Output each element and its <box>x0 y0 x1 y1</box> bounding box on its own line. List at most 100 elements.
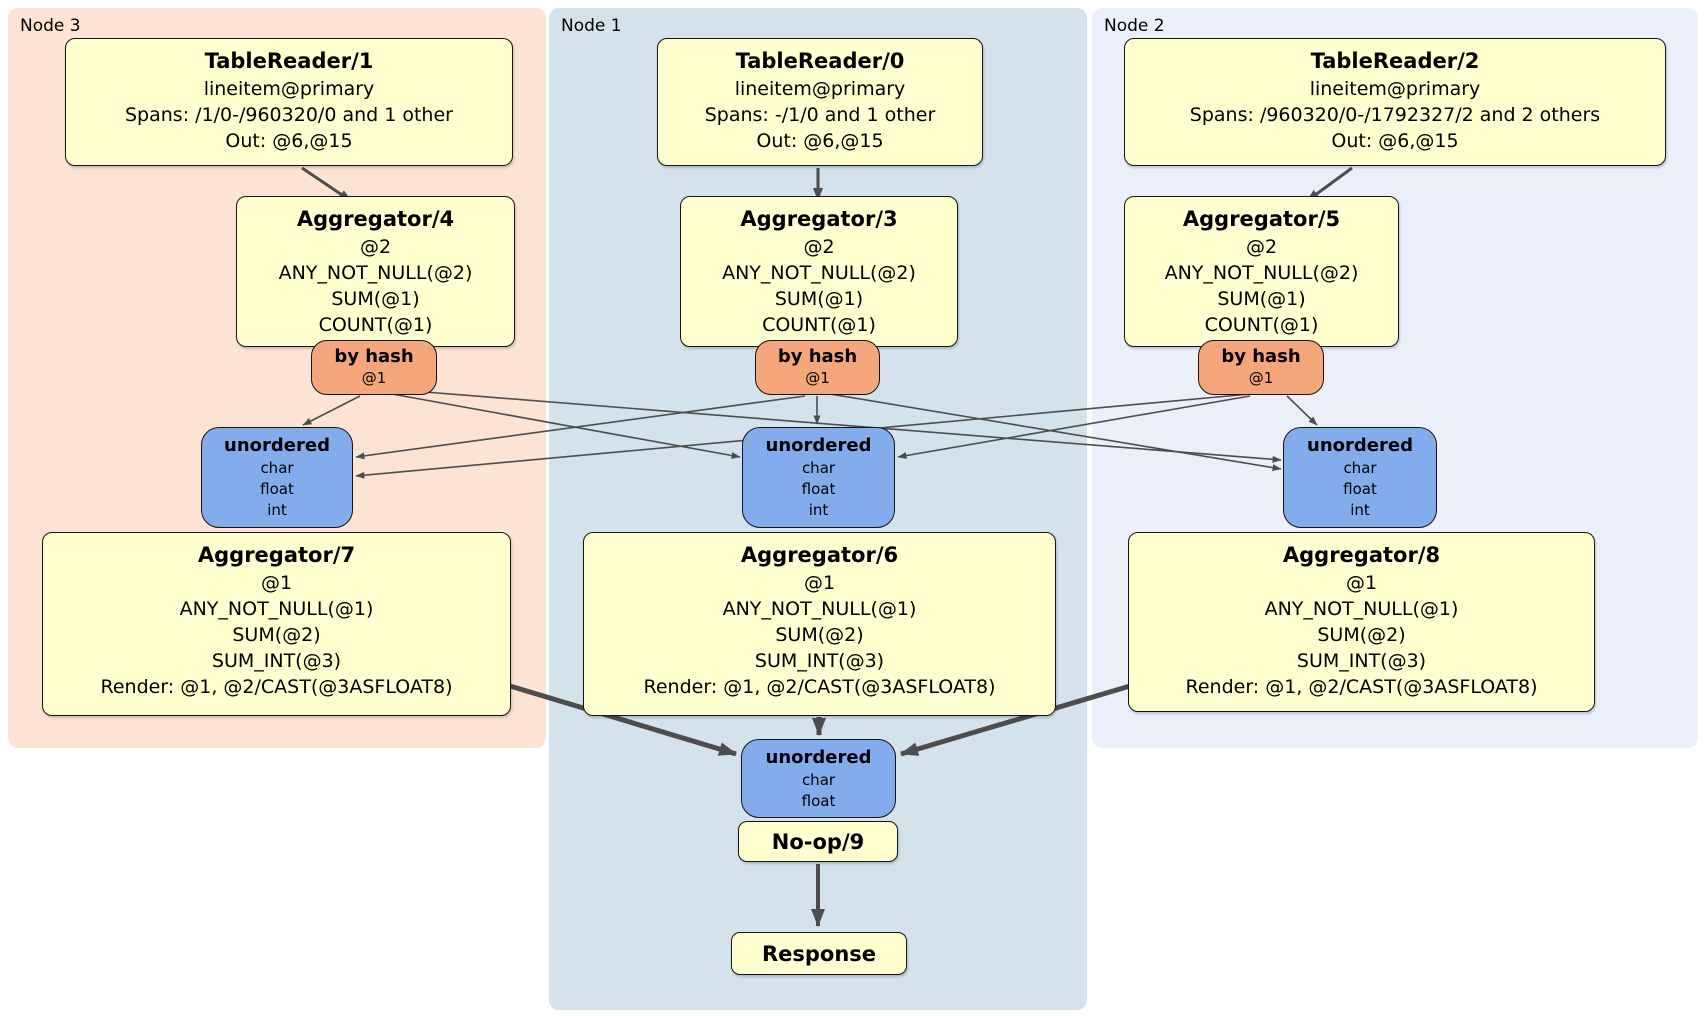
sync-unordered-node3: unordered char float int <box>201 427 353 528</box>
router-detail: @1 <box>361 369 387 387</box>
box-title: Aggregator/7 <box>197 543 356 567</box>
box-line: SUM(@1) <box>1217 288 1306 310</box>
edge-tr1-agg4 <box>301 166 352 203</box>
box-title: TableReader/1 <box>204 49 374 73</box>
box-line: lineitem@primary <box>1309 78 1481 100</box>
sync-stream: char <box>801 459 836 477</box>
box-line: COUNT(@1) <box>318 314 433 336</box>
sync-unordered-node2: unordered char float int <box>1283 427 1437 528</box>
sync-stream: float <box>801 480 836 498</box>
region-label-node1: Node 1 <box>561 16 622 36</box>
box-line: Out: @6,@15 <box>225 130 353 152</box>
sync-stream: char <box>260 459 294 477</box>
router-title: by hash <box>334 346 414 367</box>
region-label-node2: Node 2 <box>1104 16 1165 36</box>
box-title: Aggregator/8 <box>1282 543 1441 567</box>
box-line: @1 <box>1345 572 1378 594</box>
box-aggregator-4: Aggregator/4 @2 ANY_NOT_NULL(@2) SUM(@1)… <box>236 196 515 347</box>
box-line: @2 <box>803 236 835 258</box>
box-line: ANY_NOT_NULL(@2) <box>278 262 473 284</box>
box-line: SUM(@1) <box>331 288 420 310</box>
box-line: Spans: -/1/0 and 1 other <box>704 104 936 126</box>
box-line: ANY_NOT_NULL(@2) <box>1164 262 1359 284</box>
sync-unordered-node1: unordered char float int <box>742 427 895 528</box>
box-line: ANY_NOT_NULL(@1) <box>722 598 917 620</box>
sync-stream: int <box>267 501 287 519</box>
sync-stream: float <box>260 480 294 498</box>
box-line: SUM_INT(@3) <box>754 650 885 672</box>
box-aggregator-7: Aggregator/7 @1 ANY_NOT_NULL(@1) SUM(@2)… <box>42 532 511 716</box>
box-line: SUM(@1) <box>774 288 864 310</box>
edge-agg7-unf <box>509 683 737 757</box>
router-title: by hash <box>1221 346 1301 367</box>
box-line: @1 <box>260 572 293 594</box>
box-aggregator-5: Aggregator/5 @2 ANY_NOT_NULL(@2) SUM(@1)… <box>1124 196 1399 347</box>
box-line: @2 <box>1245 236 1278 258</box>
box-line: ANY_NOT_NULL(@2) <box>722 262 916 284</box>
box-line: COUNT(@1) <box>1204 314 1319 336</box>
sync-title: unordered <box>765 435 872 456</box>
box-line: @1 <box>803 572 836 594</box>
edge-bh3-un2 <box>399 389 1282 463</box>
sync-stream: float <box>801 792 836 810</box>
box-line: ANY_NOT_NULL(@1) <box>179 598 374 620</box>
box-line: ANY_NOT_NULL(@1) <box>1264 598 1459 620</box>
edge-bh1-un3 <box>355 395 806 460</box>
box-line: lineitem@primary <box>203 78 375 100</box>
router-detail: @1 <box>805 369 830 387</box>
edge-bh3-un3 <box>302 395 361 426</box>
box-tablereader-1: TableReader/1 lineitem@primary Spans: /1… <box>65 38 513 166</box>
sync-stream: int <box>1350 501 1370 519</box>
box-noop-9: No-op/9 <box>738 821 898 862</box>
sync-stream: char <box>1343 459 1377 477</box>
edge-bh2-un1 <box>897 395 1251 459</box>
router-by-hash-node3: by hash @1 <box>311 340 437 395</box>
box-line: lineitem@primary <box>734 78 906 100</box>
edge-agg8-unf <box>900 683 1131 757</box>
sync-unordered-final: unordered char float <box>741 739 896 818</box>
sync-stream: float <box>1343 480 1377 498</box>
box-line: COUNT(@1) <box>762 314 876 336</box>
box-line: SUM(@2) <box>232 624 321 646</box>
box-title: Aggregator/4 <box>296 207 455 231</box>
box-line: Render: @1, @2/CAST(@3ASFLOAT8) <box>643 676 996 698</box>
router-detail: @1 <box>1248 369 1274 387</box>
edge-tr2-agg5 <box>1306 166 1353 203</box>
box-line: Render: @1, @2/CAST(@3ASFLOAT8) <box>1185 676 1538 698</box>
edge-bh1-un2 <box>829 393 1282 472</box>
box-line: Render: @1, @2/CAST(@3ASFLOAT8) <box>100 676 453 698</box>
edge-bh2-un2 <box>1286 395 1318 426</box>
box-line: Spans: /1/0-/960320/0 and 1 other <box>125 104 453 126</box>
box-line: Out: @6,@15 <box>1331 130 1459 152</box>
region-label-node3: Node 3 <box>20 16 81 36</box>
box-line: Out: @6,@15 <box>756 130 884 152</box>
box-line: SUM_INT(@3) <box>211 650 342 672</box>
box-line: @2 <box>359 236 392 258</box>
box-title: Aggregator/3 <box>740 207 898 231</box>
box-title: Response <box>761 941 877 966</box>
router-by-hash-node2: by hash @1 <box>1198 340 1324 395</box>
box-line: SUM(@2) <box>775 624 864 646</box>
box-tablereader-2: TableReader/2 lineitem@primary Spans: /9… <box>1124 38 1666 166</box>
sync-stream: char <box>801 771 836 789</box>
box-line: SUM(@2) <box>1317 624 1406 646</box>
box-title: TableReader/2 <box>1310 49 1480 73</box>
sync-stream: int <box>808 501 829 519</box>
router-by-hash-node1: by hash @1 <box>755 340 880 395</box>
box-aggregator-3: Aggregator/3 @2 ANY_NOT_NULL(@2) SUM(@1)… <box>680 196 958 347</box>
box-title: No-op/9 <box>771 829 865 854</box>
box-tablereader-0: TableReader/0 lineitem@primary Spans: -/… <box>657 38 983 166</box>
box-line: Spans: /960320/0-/1792327/2 and 2 others <box>1189 104 1601 126</box>
router-title: by hash <box>777 346 858 367</box>
box-line: SUM_INT(@3) <box>1296 650 1427 672</box>
box-aggregator-8: Aggregator/8 @1 ANY_NOT_NULL(@1) SUM(@2)… <box>1128 532 1595 712</box>
box-title: TableReader/0 <box>735 49 905 73</box>
box-aggregator-6: Aggregator/6 @1 ANY_NOT_NULL(@1) SUM(@2)… <box>583 532 1056 716</box>
sync-title: unordered <box>765 747 872 768</box>
sync-title: unordered <box>1307 435 1413 456</box>
sync-title: unordered <box>224 435 330 456</box>
box-title: Aggregator/6 <box>740 543 899 567</box>
box-response: Response <box>731 932 907 975</box>
box-title: Aggregator/5 <box>1182 207 1341 231</box>
